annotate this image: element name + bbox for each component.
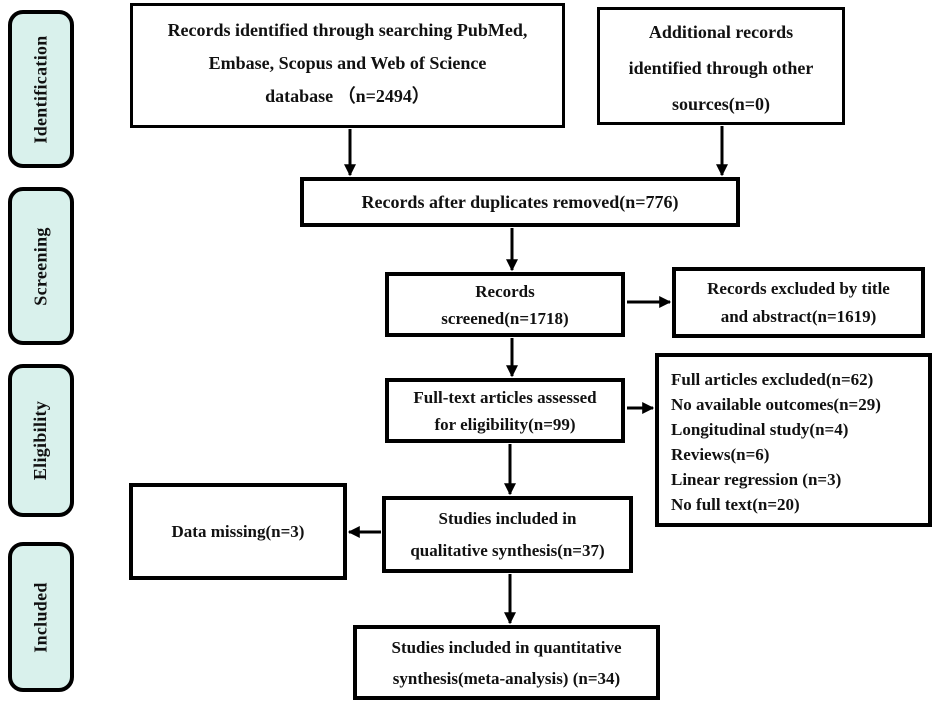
stage-screening-label: Screening <box>30 226 51 306</box>
box-additional-records: Additional records identified through ot… <box>597 7 845 125</box>
stage-screening: Screening <box>8 187 74 345</box>
box-records-screened-line2: screened(n=1718) <box>441 308 569 328</box>
box-duplicates-removed: Records after duplicates removed(n=776) <box>300 177 740 227</box>
box-full-articles-excluded-line4: Reviews(n=6) <box>671 445 770 464</box>
box-records-identified: Records identified through searching Pub… <box>130 3 565 128</box>
box-full-articles-excluded-line6: No full text(n=20) <box>671 495 800 514</box>
box-excluded-title-abstract-line1: Records excluded by title <box>707 278 890 298</box>
box-excluded-title-abstract-line2: and abstract(n=1619) <box>720 306 877 326</box>
box-quantitative-synthesis-line1: Studies included in quantitative <box>391 637 622 657</box>
box-fulltext-assessed-line2: for eligibility(n=99) <box>434 414 576 434</box>
box-records-screened: Records screened(n=1718) <box>385 272 625 337</box>
box-qualitative-synthesis: Studies included in qualitative synthesi… <box>382 496 633 573</box>
stage-eligibility: Eligibility <box>8 364 74 517</box>
box-additional-records-line2: identified through other <box>628 58 814 78</box>
box-records-identified-line3: database （n=2494） <box>265 86 430 106</box>
stage-included-label: Included <box>30 581 51 653</box>
stage-included: Included <box>8 542 74 692</box>
box-fulltext-assessed: Full-text articles assessed for eligibil… <box>385 378 625 443</box>
box-additional-records-line3: sources(n=0) <box>672 94 770 114</box>
box-excluded-title-abstract: Records excluded by title and abstract(n… <box>672 267 925 338</box>
stage-eligibility-label: Eligibility <box>30 400 51 481</box>
box-data-missing: Data missing(n=3) <box>129 483 347 580</box>
stage-identification-label: Identification <box>30 34 51 144</box>
box-records-identified-line2: Embase, Scopus and Web of Science <box>208 53 487 73</box>
box-data-missing-line1: Data missing(n=3) <box>171 521 305 541</box>
box-duplicates-removed-line1: Records after duplicates removed(n=776) <box>361 191 679 212</box>
box-quantitative-synthesis-line2: synthesis(meta-analysis) (n=34) <box>392 668 621 688</box>
box-full-articles-excluded-line1: Full articles excluded(n=62) <box>671 370 874 389</box>
stage-identification: Identification <box>8 10 74 168</box>
box-full-articles-excluded-line2: No available outcomes(n=29) <box>671 395 881 414</box>
box-full-articles-excluded-line3: Longitudinal study(n=4) <box>671 420 849 439</box>
box-full-articles-excluded: Full articles excluded(n=62) No availabl… <box>655 353 932 527</box>
box-full-articles-excluded-line5: Linear regression (n=3) <box>671 470 842 489</box>
box-quantitative-synthesis: Studies included in quantitative synthes… <box>353 625 660 700</box>
box-records-screened-line1: Records <box>475 281 535 301</box>
box-additional-records-line1: Additional records <box>648 22 794 42</box>
box-fulltext-assessed-line1: Full-text articles assessed <box>413 387 597 407</box>
box-qualitative-synthesis-line2: qualitative synthesis(n=37) <box>410 540 605 560</box>
box-qualitative-synthesis-line1: Studies included in <box>438 508 577 528</box>
box-records-identified-line1: Records identified through searching Pub… <box>167 20 528 40</box>
